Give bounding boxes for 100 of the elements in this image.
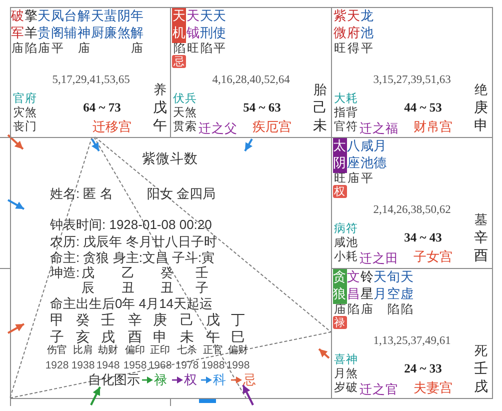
life-stage: 胎	[314, 83, 326, 99]
star-name: 解神	[78, 8, 90, 42]
star-name: 年解	[130, 8, 144, 42]
brightness-label: 平	[214, 40, 226, 56]
palace-name: 疾厄宫	[252, 120, 292, 136]
decade-year: 1958	[123, 360, 147, 372]
star-name: 天使	[213, 8, 226, 42]
legend-label: 忌	[243, 372, 256, 388]
spirit-name: 大耗	[334, 92, 358, 106]
pillar-stem: 乙	[122, 265, 134, 281]
star-name: 天月	[374, 269, 387, 303]
star-name: 阴煞	[117, 8, 130, 42]
palace-name: 子女宫	[414, 250, 452, 266]
legend-label: 科	[213, 372, 226, 388]
info-line: 钟表时间: 1928-01-08 00:20	[50, 217, 212, 233]
legend-title: 自化图示	[88, 372, 140, 388]
spirit-name: 天煞	[173, 106, 197, 120]
life-stage: 绝	[474, 83, 488, 99]
age-range: 54 ~ 63	[243, 100, 281, 116]
age-sequence: 1,13,25,37,49,61	[373, 335, 451, 349]
pillar-branch: 丑	[122, 280, 134, 296]
palace-cell	[331, 7, 493, 138]
star-name: 铃星	[360, 269, 374, 303]
star-name: 天府	[346, 8, 360, 42]
flow-palace-name: 迁之田	[360, 250, 398, 266]
pillar-label: 坤造:	[50, 265, 80, 281]
age-sequence: 5,17,29,41,53,65	[52, 74, 130, 88]
legend-label: 禄	[154, 372, 167, 388]
star-name: 天贵	[38, 8, 51, 42]
decade-stem: 己	[180, 312, 194, 328]
dashed-line	[94, 136, 332, 332]
star-name: 文昌	[346, 269, 360, 303]
decade-year: 1978	[175, 360, 199, 372]
brightness-label: 平	[360, 40, 373, 56]
info-line: 阳女 金四局	[147, 186, 216, 202]
decade-year: 1988	[201, 360, 225, 372]
brightness-label: 庙	[131, 40, 144, 56]
pillar-stem: 癸	[160, 265, 174, 281]
ten-god-label: 偏财	[228, 345, 248, 357]
stem-branch: 庚申	[474, 99, 488, 135]
spirit-name: 指背	[334, 106, 358, 120]
star-name: 八座	[346, 138, 360, 172]
star-name: 蜚廉	[104, 8, 118, 42]
decade-stem: 丁	[231, 312, 245, 328]
brightness-label: 庙	[38, 40, 50, 56]
decade-branch: 巳	[231, 328, 245, 345]
star-name: 天虚	[400, 269, 414, 303]
ten-god-label: 比肩	[73, 345, 93, 357]
brightness-label: 旺	[334, 40, 346, 56]
age-sequence: 2,14,26,38,50,62	[373, 204, 451, 218]
decade-stem: 壬	[101, 312, 115, 328]
brightness-label: 旺	[334, 170, 346, 186]
star-name: 天钺	[186, 8, 200, 42]
age-sequence: 4,16,28,40,52,64	[212, 74, 290, 88]
ten-god-label: 伤官	[47, 345, 67, 357]
age-range: 44 ~ 53	[404, 100, 442, 116]
transformation-badge: 权	[332, 185, 346, 198]
ten-god-label: 劫财	[98, 345, 118, 357]
spirit-name: 病符	[334, 222, 358, 236]
spirit-name: 官符	[334, 120, 358, 134]
spirit-name: 灾煞	[13, 106, 37, 120]
ten-god-label: 正印	[150, 345, 170, 357]
brightness-label: 陷	[401, 302, 413, 316]
star-name: 天厨	[90, 8, 104, 42]
brightness-label: 陷	[347, 302, 360, 316]
brightness-label: 庙	[347, 170, 360, 186]
pillar-branch: 子	[196, 280, 208, 296]
stem-branch: 辛酉	[474, 229, 488, 265]
stem-branch: 己未	[313, 99, 327, 135]
legend-label: 权	[184, 372, 197, 388]
brightness-label: 陷	[24, 40, 37, 56]
star-name: 凤阁	[50, 8, 64, 42]
brightness-label: 得	[347, 40, 360, 56]
spirit-name: 月煞	[334, 367, 358, 381]
spirit-name: 丧门	[13, 120, 37, 134]
decade-stem: 辛	[128, 312, 142, 328]
decade-stem: 癸	[76, 312, 90, 328]
flow-palace-name: 迁之父	[198, 120, 238, 136]
chart-title: 紫微斗数	[142, 150, 198, 168]
info-line: 命主: 贪狼 身主:文昌 子斗:寅	[50, 250, 215, 266]
palace-name: 夫妻宫	[414, 381, 452, 397]
stem-branch: 戊午	[153, 99, 167, 135]
life-stage: 死	[474, 344, 488, 360]
decade-stem: 戊	[206, 312, 220, 328]
brightness-label: 庙	[12, 40, 24, 56]
pillar-stem: 壬	[196, 265, 208, 281]
decade-branch: 子	[50, 328, 64, 345]
palace-cell	[331, 268, 493, 399]
decade-year: 1968	[148, 360, 172, 372]
transformation-badge: 禄	[332, 316, 346, 329]
star-name: 台辅	[64, 8, 78, 42]
info-line: 农历: 戊辰年 冬月廿八日子时	[50, 234, 217, 250]
palace-cell	[331, 137, 493, 269]
spirit-name: 岁破	[334, 381, 358, 395]
brightness-label: 陷	[388, 302, 400, 316]
pillar-branch: 丑	[160, 280, 174, 296]
decade-branch: 申	[153, 328, 167, 345]
brightness-label: 陷	[174, 40, 186, 56]
info-line: 姓名: 匿 名	[50, 186, 113, 202]
age-sequence: 3,15,27,39,51,63	[373, 74, 451, 88]
